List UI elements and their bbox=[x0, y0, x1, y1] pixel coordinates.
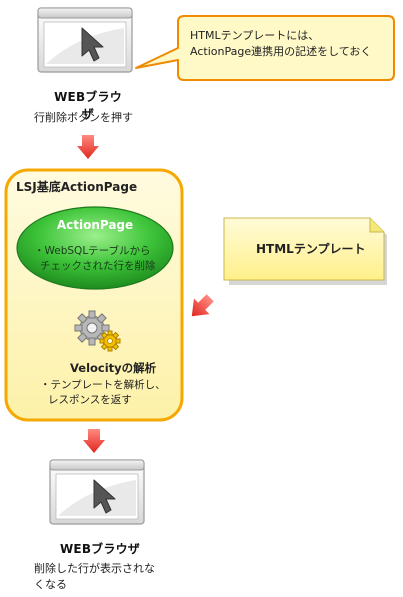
velocity-title: Velocityの解析 bbox=[70, 361, 157, 375]
arrow-down-icon-2 bbox=[83, 429, 105, 453]
action-page-title: ActionPage bbox=[56, 218, 134, 232]
arrow-diagonal-icon bbox=[191, 294, 214, 317]
callout-line2: ActionPage連携用の記述をしておく bbox=[190, 45, 372, 58]
browser-cursor-icon-2 bbox=[49, 459, 145, 525]
action-page-ellipse bbox=[16, 206, 174, 290]
browser-top-icon bbox=[36, 6, 136, 76]
browser-bottom-caption-line2: くなる bbox=[34, 578, 67, 591]
velocity-line2: レスポンスを返す bbox=[48, 394, 132, 406]
browser-top-caption: 行削除ボタンを押す bbox=[34, 111, 133, 124]
browser-top-label: WEBブラウザ bbox=[54, 90, 122, 121]
html-template-label: HTMLテンプレート bbox=[256, 242, 366, 256]
gears-icon bbox=[74, 310, 121, 352]
action-page-line2: チェックされた行を削除 bbox=[40, 260, 156, 272]
document-icon bbox=[223, 217, 387, 285]
arrow-down-icon bbox=[77, 135, 99, 159]
browser-cursor-icon bbox=[37, 7, 133, 73]
browser-bottom-icon bbox=[48, 458, 148, 528]
velocity-line1: ・テンプレートを解析し、 bbox=[40, 379, 166, 391]
callout-bubble bbox=[135, 15, 395, 81]
action-page-container-title: LSJ基底ActionPage bbox=[16, 180, 138, 194]
browser-bottom-label: WEBブラウザ bbox=[60, 542, 140, 556]
action-page-line1: ・WebSQLテーブルから bbox=[34, 245, 151, 257]
callout-line1: HTMLテンプレートには、 bbox=[190, 29, 320, 42]
browser-bottom-caption-line1: 削除した行が表示されな bbox=[34, 562, 155, 575]
